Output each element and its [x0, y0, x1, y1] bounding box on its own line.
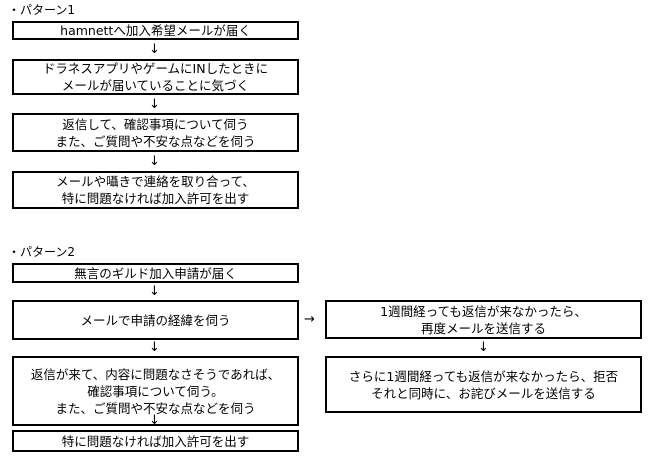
- down-arrow-icon: ↓: [149, 42, 160, 57]
- step-text: 1週間経っても返信が来なかったら、: [380, 303, 587, 319]
- step-text: 返信して、確認事項について伺う: [62, 116, 249, 132]
- step-text: さらに1週間経っても返信が来なかったら、拒否: [348, 368, 619, 384]
- p2-branch-2: さらに1週間経っても返信が来なかったら、拒否それと同時に、お詫びメールを送信する: [325, 356, 642, 413]
- step-text: メールや囁きで連絡を取り合って、: [56, 174, 255, 189]
- step-text: 再度メールを送信する: [420, 320, 546, 336]
- p2-step-2: メールで申請の経緯を伺う: [12, 300, 299, 340]
- step-text: メールが届いていることに気づく: [61, 78, 250, 93]
- step-text: 特に問題なければ加入許可を出す: [61, 433, 250, 449]
- down-arrow-icon: ↓: [149, 97, 160, 112]
- down-arrow-icon: ↓: [149, 284, 160, 299]
- p2-step-4: 特に問題なければ加入許可を出す: [12, 430, 299, 452]
- pattern1-title: ・パターン1: [8, 3, 76, 17]
- down-arrow-icon: ↓: [149, 340, 160, 355]
- p2-branch-1: 1週間経っても返信が来なかったら、再度メールを送信する: [325, 300, 642, 339]
- step-text: 無言のギルド加入申請が届く: [74, 265, 237, 281]
- down-arrow-icon: ↓: [478, 340, 489, 355]
- step-text: それと同時に、お詫びメールを送信する: [371, 385, 596, 401]
- step-text: 特に問題なければ加入許可を出す: [61, 191, 250, 206]
- down-arrow-icon: ↓: [149, 413, 160, 428]
- p1-step-1: hamnettへ加入希望メールが届く: [12, 21, 299, 40]
- p1-step-4: メールや囁きで連絡を取り合って、特に問題なければ加入許可を出す: [12, 171, 299, 209]
- step-text: メールで申請の経緯を伺う: [80, 312, 231, 328]
- p1-step-3: 返信して、確認事項について伺うまた、ご質問や不安な点などを伺う: [12, 113, 299, 152]
- p1-step-2: ドラネスアプリやゲームにINしたときにメールが届いていることに気づく: [12, 59, 299, 95]
- p2-step-1: 無言のギルド加入申請が届く: [12, 263, 299, 283]
- step-text: hamnettへ加入希望メールが届く: [60, 23, 251, 38]
- p2-step-3: 返信が来て、内容に問題なさそうであれば、確認事項について伺う。また、ご質問や不安…: [12, 356, 299, 426]
- pattern2-title: ・パターン2: [8, 245, 76, 259]
- down-arrow-icon: ↓: [149, 154, 160, 169]
- step-text: ドラネスアプリやゲームにINしたときに: [42, 61, 269, 76]
- step-text: また、ご質問や不安な点などを伺う: [55, 133, 256, 149]
- step-text: 確認事項について伺う。: [87, 383, 224, 399]
- right-arrow-icon: →: [304, 312, 315, 327]
- step-text: 返信が来て、内容に問題なさそうであれば、: [30, 366, 281, 382]
- step-text: また、ご質問や不安な点などを伺う: [55, 400, 256, 416]
